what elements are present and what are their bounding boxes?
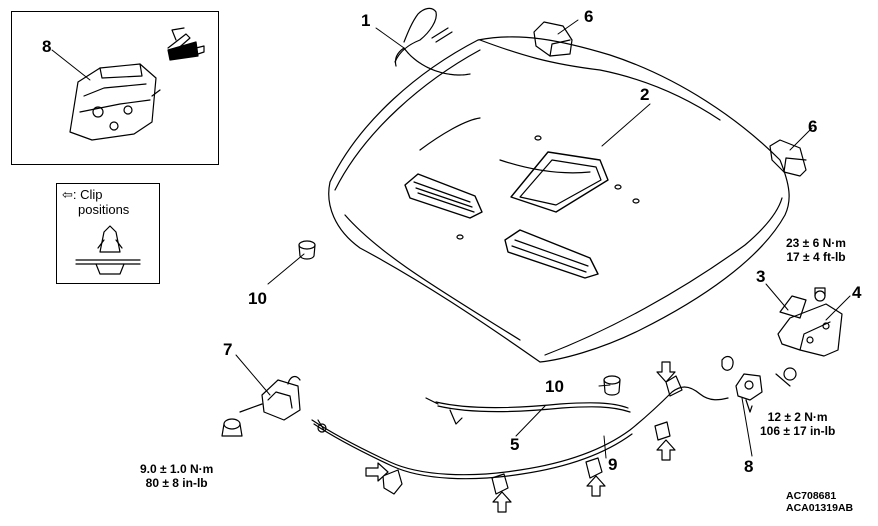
part-label-10-lower: 10 — [545, 377, 564, 396]
clip-legend-artwork — [75, 225, 141, 275]
part-label-8-main: 8 — [744, 457, 754, 476]
part-label-10-left: 10 — [248, 289, 267, 308]
hood-insulator-right — [769, 139, 807, 177]
cable-clips — [382, 375, 683, 495]
part-label-6-upper: 6 — [584, 7, 594, 26]
figure-code-2: ACA01319AB — [786, 502, 854, 514]
torque-spec-line: 17 ± 4 ft-lb — [786, 250, 846, 264]
clip-legend-line1: ⇦: Clip — [62, 187, 103, 202]
clip-legend-text: ⇦: Clip positions — [62, 187, 129, 217]
release-handle-assembly — [221, 375, 301, 437]
hood-panel — [328, 36, 790, 363]
torque-spec-line: 80 ± 8 in-lb — [145, 476, 208, 490]
torque-spec-hinge-upper: 23 ± 6 N·m 17 ± 4 ft-lb — [786, 236, 846, 264]
part-label-4: 4 — [852, 283, 862, 302]
part-label-1: 1 — [361, 11, 371, 30]
figure-code: AC708681 ACA01319AB — [786, 490, 853, 514]
part-label-5: 5 — [510, 435, 520, 454]
clip-legend-line2: positions — [78, 202, 130, 217]
latch-cable — [425, 397, 631, 425]
part-label-7: 7 — [223, 340, 233, 359]
part-label-8-inset: 8 — [42, 37, 52, 56]
hood-hinge — [777, 287, 843, 381]
torque-spec-line: 12 ± 2 N·m — [767, 410, 828, 424]
latch-detail-inset — [11, 11, 219, 165]
figure-code-1: AC708681 — [786, 490, 837, 502]
part-label-6-right: 6 — [808, 117, 818, 136]
hood-latch — [721, 355, 791, 413]
hood-bumper-lower — [603, 375, 621, 396]
torque-spec-hinge-lower: 12 ± 2 N·m 106 ± 17 in-lb — [760, 410, 835, 438]
torque-spec-line: 23 ± 6 N·m — [786, 236, 846, 250]
latch-detail-artwork — [69, 27, 205, 141]
part-label-2: 2 — [640, 85, 650, 104]
clip-position-arrows — [365, 361, 676, 513]
hood-seal — [394, 7, 471, 76]
part-label-9: 9 — [608, 455, 618, 474]
torque-spec-line: 106 ± 17 in-lb — [760, 424, 836, 438]
clip-positions-inset — [56, 183, 160, 284]
hood-bumper-left — [298, 240, 316, 260]
hood-insulator-upper — [533, 21, 573, 57]
release-cable — [311, 386, 729, 480]
torque-spec-lock: 9.0 ± 1.0 N·m 80 ± 8 in-lb — [140, 462, 213, 490]
torque-spec-line: 9.0 ± 1.0 N·m — [140, 462, 214, 476]
leader-lines — [51, 19, 851, 459]
part-label-3: 3 — [756, 267, 766, 286]
